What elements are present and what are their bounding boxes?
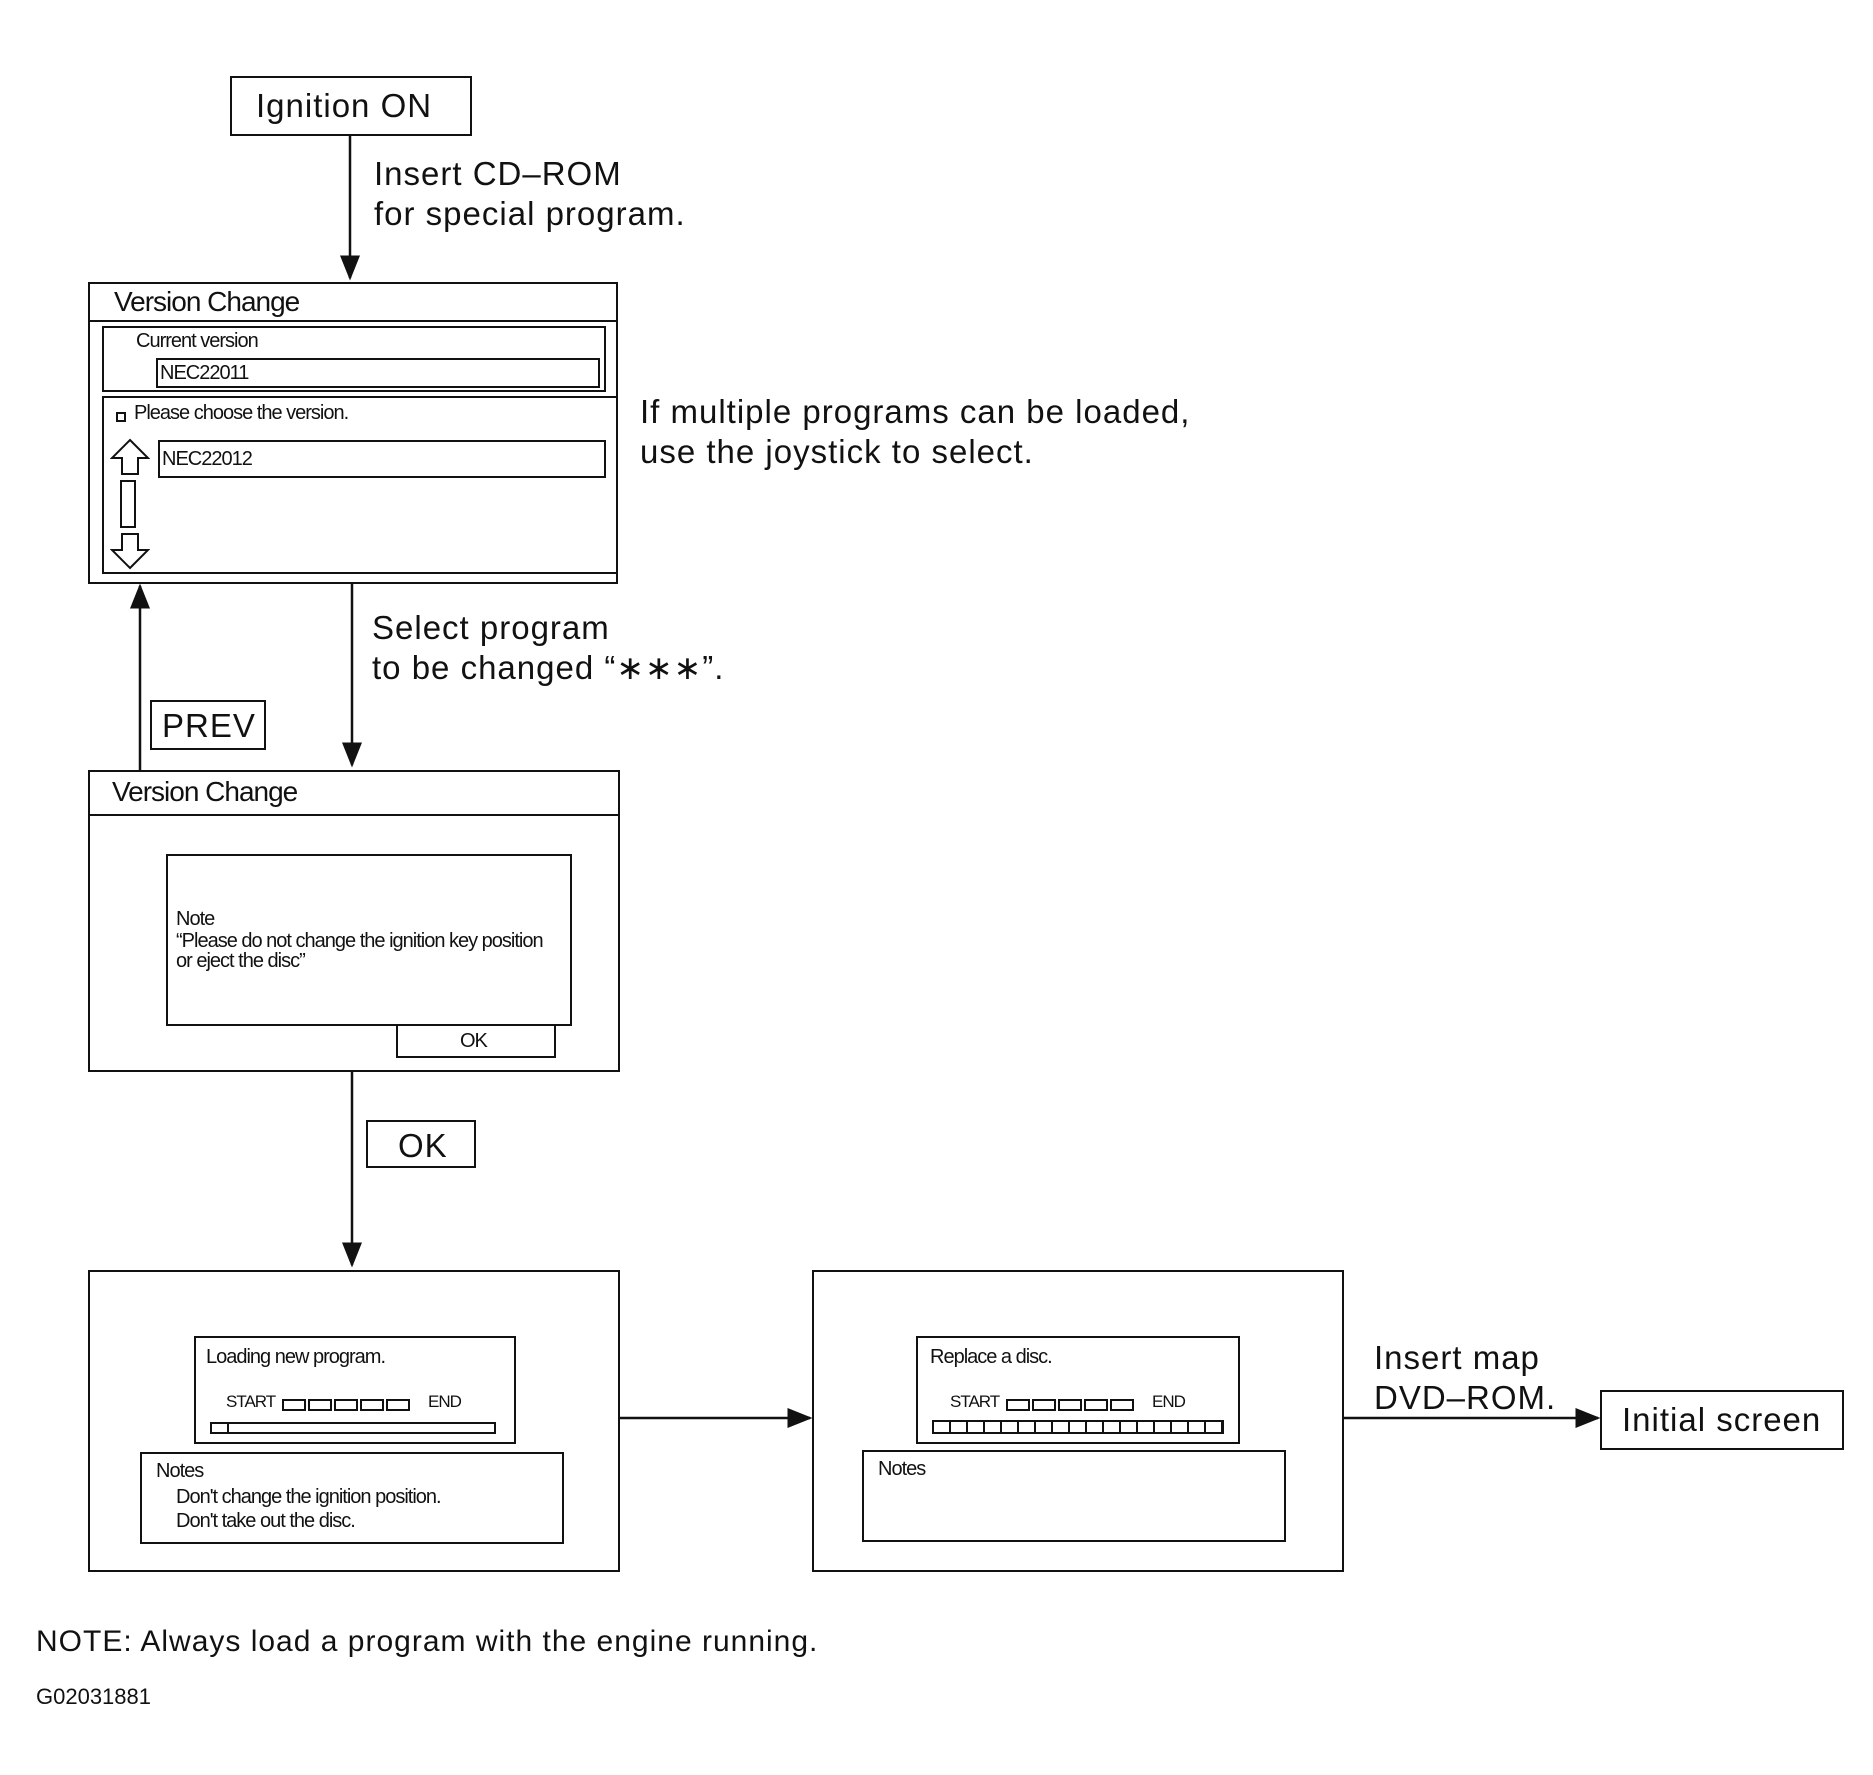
loading-segment-indicator: [282, 1396, 412, 1414]
choose-version-text: Please choose the version.: [134, 402, 349, 424]
prev-button[interactable]: PREV: [150, 700, 266, 750]
note-dialog-title: Note: [176, 908, 215, 930]
loading-progress-bar: [210, 1422, 496, 1434]
note-ok-button[interactable]: OK: [396, 1024, 556, 1058]
current-version-field: NEC22011: [156, 358, 600, 388]
note-dialog-text-line1: “Please do not change the ignition key p…: [176, 930, 544, 952]
select-program-note-line2: to be changed “∗∗∗”.: [372, 649, 725, 686]
insert-cdrom-note-line1: Insert CD–ROM: [374, 155, 622, 192]
scroll-down-arrow-icon[interactable]: [110, 532, 150, 570]
figure-id: G02031881: [36, 1684, 151, 1709]
current-version-label: Current version: [136, 330, 259, 352]
multiple-programs-note-line1: If multiple programs can be loaded,: [640, 393, 1191, 430]
current-version-value: NEC22011: [160, 362, 249, 384]
loading-notes-line1: Don't change the ignition position.: [176, 1486, 442, 1508]
screen2-title: Version Change: [112, 776, 298, 807]
ok-button[interactable]: OK: [366, 1120, 476, 1168]
screen1-title-divider: [90, 320, 616, 322]
loading-message: Loading new program.: [206, 1346, 386, 1368]
replace-disc-notes-panel: Notes: [862, 1450, 1286, 1542]
loading-notes-line2: Don't take out the disc.: [176, 1510, 356, 1532]
note-ok-label: OK: [460, 1030, 488, 1052]
insert-cdrom-note-line2: for special program.: [374, 195, 686, 232]
loading-end-label: END: [428, 1392, 462, 1411]
initial-screen-box: Initial screen: [1600, 1390, 1844, 1450]
scrollbar-thumb[interactable]: [120, 480, 136, 528]
replace-disc-dialog: Replace a disc. START END: [916, 1336, 1240, 1444]
replace-disc-message: Replace a disc.: [930, 1346, 1053, 1368]
replace-disc-progress-bar: [932, 1420, 1224, 1434]
replace-disc-segment-indicator: [1006, 1396, 1136, 1414]
scroll-up-arrow-icon[interactable]: [110, 438, 150, 476]
current-version-panel: Current version NEC22011: [102, 326, 606, 392]
ignition-on-box: Ignition ON: [230, 76, 472, 136]
insert-dvd-note-line1: Insert map: [1374, 1339, 1540, 1376]
loading-notes-title: Notes: [156, 1460, 204, 1482]
version-change-note-screen: Version Change Note “Please do not chang…: [88, 770, 620, 1072]
replace-disc-end-label: END: [1152, 1392, 1186, 1411]
bullet-icon: [116, 412, 126, 422]
replace-disc-start-label: START: [950, 1392, 1000, 1411]
choose-version-value: NEC22012: [162, 448, 253, 470]
loading-dialog: Loading new program. START END: [194, 1336, 516, 1444]
version-change-select-screen: Version Change Current version NEC22011 …: [88, 282, 618, 584]
note-dialog-text-line2: or eject the disc”: [176, 950, 306, 972]
ok-button-label: OK: [398, 1127, 448, 1164]
screen1-title: Version Change: [114, 286, 300, 317]
loading-notes-panel: Notes Don't change the ignition position…: [140, 1452, 564, 1544]
insert-dvd-note-line2: DVD–ROM.: [1374, 1379, 1557, 1416]
loading-start-label: START: [226, 1392, 276, 1411]
replace-disc-notes-title: Notes: [878, 1458, 926, 1480]
ignition-on-label: Ignition ON: [256, 87, 433, 124]
prev-button-label: PREV: [162, 707, 256, 744]
footer-note: NOTE: Always load a program with the eng…: [36, 1625, 819, 1658]
replace-disc-screen: Replace a disc. START END Notes: [812, 1270, 1344, 1572]
choose-version-panel: Please choose the version. NEC22012: [102, 396, 618, 574]
note-dialog: Note “Please do not change the ignition …: [166, 854, 572, 1026]
multiple-programs-note-line2: use the joystick to select.: [640, 433, 1034, 470]
loading-progress-fill: [212, 1424, 229, 1432]
select-program-note-line1: Select program: [372, 609, 610, 646]
choose-version-field[interactable]: NEC22012: [158, 440, 606, 478]
loading-screen: Loading new program. START END Notes Don…: [88, 1270, 620, 1572]
initial-screen-label: Initial screen: [1622, 1401, 1822, 1438]
screen2-title-divider: [90, 814, 618, 816]
